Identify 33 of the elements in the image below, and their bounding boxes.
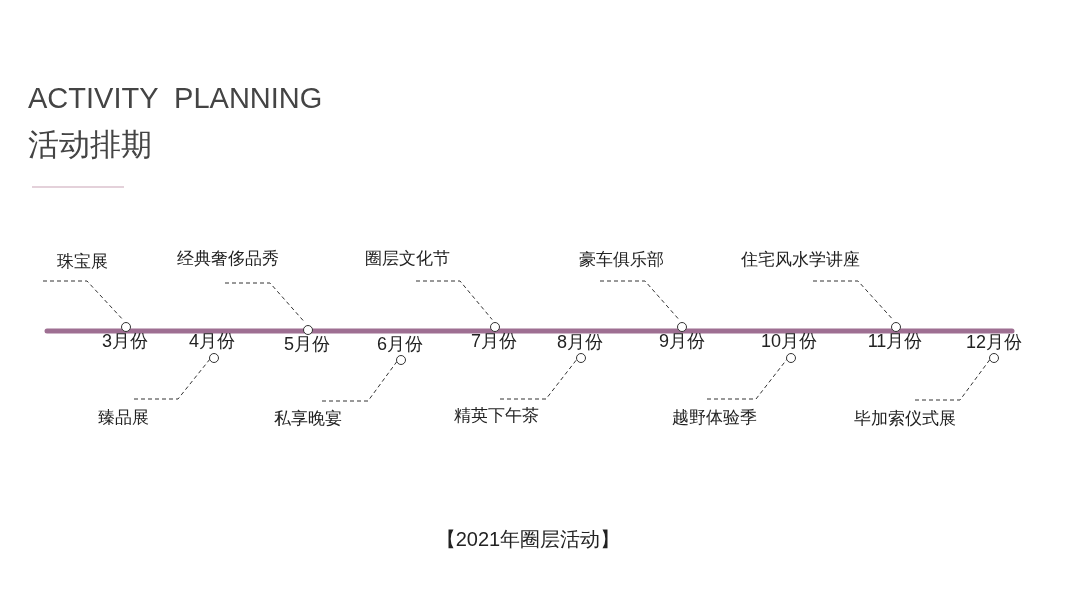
event-label: 住宅风水学讲座 <box>740 250 860 270</box>
leader-line <box>812 280 894 321</box>
subtitle: 活动排期 <box>28 127 152 163</box>
caption: 【2021年圈层活动】 <box>435 527 621 551</box>
month-label: 12月份 <box>966 331 1022 353</box>
title: ACTIVITY PLANNING <box>28 82 323 116</box>
leader-line <box>224 282 306 324</box>
month-label: 7月份 <box>471 330 517 352</box>
month-label: 4月份 <box>189 330 235 352</box>
leader-line <box>914 357 992 401</box>
leader-line <box>706 357 789 400</box>
event-label: 毕加索仪式展 <box>854 409 956 429</box>
leader-line <box>42 280 124 321</box>
event-label: 经典奢侈品秀 <box>177 249 279 269</box>
month-label: 8月份 <box>557 331 603 353</box>
leader-line <box>499 357 579 400</box>
event-label: 私享晚宴 <box>274 409 342 429</box>
month-label: 10月份 <box>761 330 817 352</box>
month-label: 3月份 <box>102 330 148 352</box>
event-label: 豪车俱乐部 <box>578 250 664 270</box>
leader-line <box>321 359 399 402</box>
month-label: 6月份 <box>377 333 423 355</box>
event-label: 越野体验季 <box>671 408 757 428</box>
month-label: 5月份 <box>284 333 330 355</box>
leader-line <box>133 357 212 400</box>
event-label: 臻品展 <box>97 408 149 428</box>
month-label: 11月份 <box>867 330 923 352</box>
event-label: 珠宝展 <box>56 252 108 272</box>
event-label: 精英下午茶 <box>453 406 539 426</box>
month-label: 9月份 <box>659 330 705 352</box>
event-label: 圈层文化节 <box>364 249 450 269</box>
leader-line <box>599 280 680 321</box>
leader-line <box>415 280 493 320</box>
